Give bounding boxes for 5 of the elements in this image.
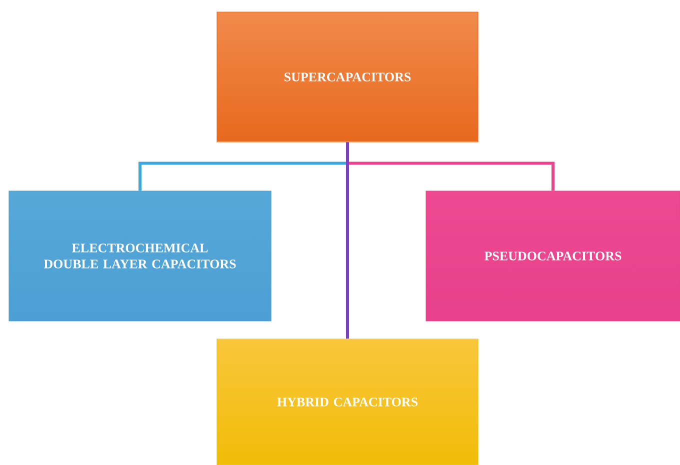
category-box: PSEUDOCAPACITORS <box>426 190 680 322</box>
category-box: HYBRID CAPACITORS <box>216 338 478 465</box>
connector-line <box>346 142 349 339</box>
category-box: SUPERCAPACITORS <box>216 12 478 142</box>
category-box: ELECTROCHEMICAL DOUBLE LAYER CAPACITORS <box>8 190 272 322</box>
